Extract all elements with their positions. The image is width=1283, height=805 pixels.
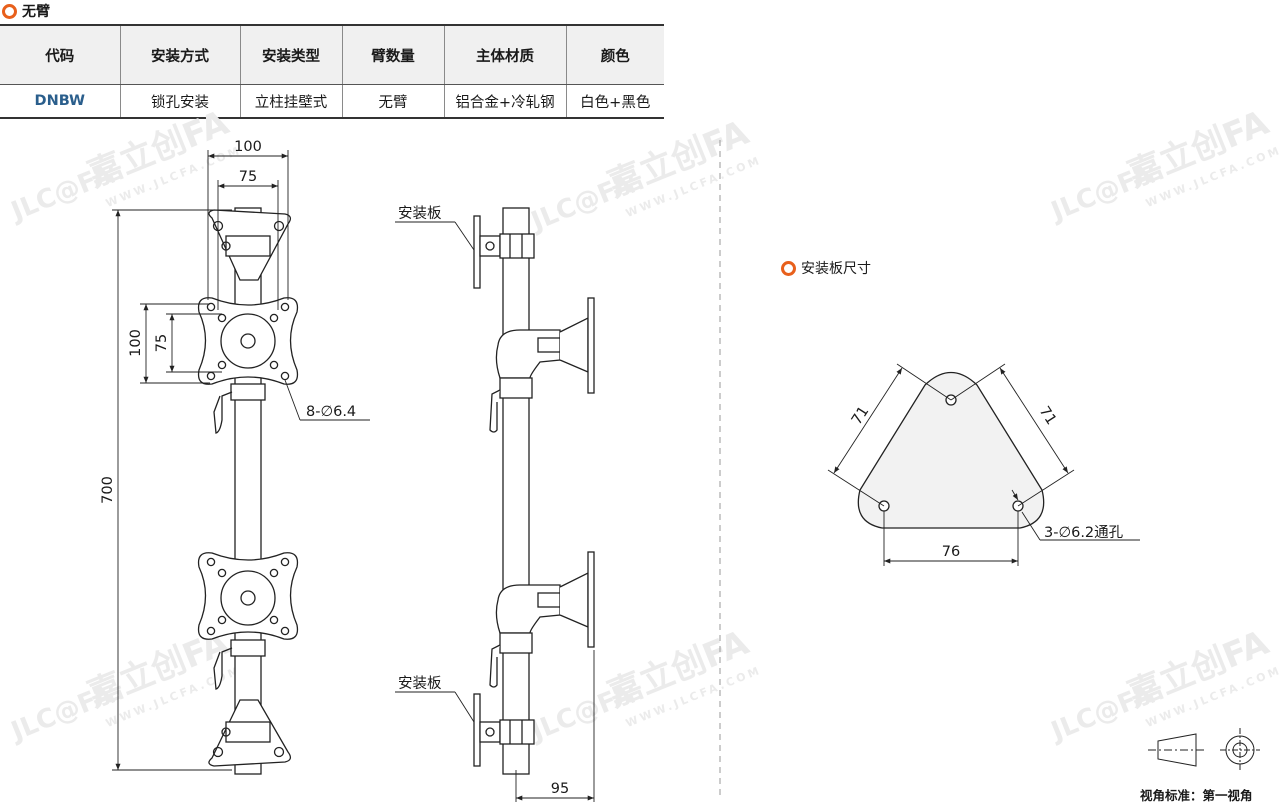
side-labels: 安装板 安装板 95: [398, 204, 569, 797]
cell-mount-type: 立柱挂壁式: [240, 84, 343, 119]
side-lower-vesa: [587, 551, 595, 648]
cell-code: DNBW: [0, 84, 121, 119]
front-top-clamp-knob: [221, 241, 231, 251]
table-header-row: 代码 安装方式 安装类型 臂数量 主体材质 颜色: [0, 24, 664, 85]
dim-plate-right: 71: [1036, 404, 1059, 428]
side-upper-arm-head: [495, 329, 561, 379]
hole-callout-plate: 3-∅6.2通孔: [1044, 524, 1124, 541]
watermark-group: JLC@FA 嘉立创FA WWW.JLCFA.COM JLC@FA 嘉立创FA …: [5, 103, 1283, 748]
hole-callout-front: 8-∅6.4: [306, 404, 356, 420]
side-upper-lever: [489, 389, 501, 433]
plate-section-title-text: 安装板尺寸: [801, 261, 871, 277]
front-pole: [234, 207, 262, 775]
side-lower-arm-head: [495, 584, 561, 634]
dim-width-inner: 75: [239, 169, 257, 185]
front-upper-vesa-boss: [220, 313, 276, 369]
dim-plate-base: 76: [942, 544, 960, 560]
side-top-mount-plate: [473, 215, 481, 289]
header-mount-method: 安装方式: [120, 24, 241, 85]
front-lower-vesa-plate: [197, 552, 299, 640]
header-color: 颜色: [566, 24, 664, 85]
header-arm-count: 臂数量: [342, 24, 445, 85]
front-top-plate-hole: [273, 220, 285, 232]
cell-mount-method: 锁孔安装: [120, 84, 241, 119]
dim-depth: 95: [551, 781, 569, 797]
watermark-4: JLC@FA 嘉立创FA WWW.JLCFA.COM: [5, 623, 243, 748]
projection-note: 视角标准：第一视角: [1140, 788, 1253, 803]
cell-color: 白色+黑色: [566, 84, 664, 119]
projection-symbol: [1148, 728, 1260, 772]
header-code: 代码: [0, 24, 121, 85]
side-bottom-mount-plate: [473, 693, 481, 767]
side-pole: [502, 207, 530, 775]
side-dimensions: [395, 221, 595, 802]
cell-material: 铝合金+冷轧钢: [444, 84, 567, 119]
front-top-clamp: [225, 235, 271, 257]
dim-total-height: 700: [100, 476, 116, 504]
front-upper-vesa-plate: [197, 297, 299, 385]
watermark-2: JLC@FA 嘉立创FA WWW.JLCFA.COM: [525, 113, 763, 238]
front-view: [197, 207, 299, 775]
cell-arm-count: 无臂: [342, 84, 445, 119]
projection-cone-icon: [1157, 733, 1197, 767]
plate-section-title: 安装板尺寸: [781, 258, 871, 278]
side-upper-vesa: [587, 297, 595, 394]
table-row: DNBW 锁孔安装 立柱挂壁式 无臂 铝合金+冷轧钢 白色+黑色: [0, 84, 664, 119]
watermark-1: JLC@FA 嘉立创FA WWW.JLCFA.COM: [5, 103, 243, 228]
section-title: 无臂: [2, 2, 50, 20]
watermark-5: JLC@FA 嘉立创FA WWW.JLCFA.COM: [525, 623, 763, 748]
side-label-top-plate: 安装板: [398, 204, 442, 222]
dim-width-outer: 100: [234, 139, 262, 155]
side-lower-lever: [489, 644, 501, 688]
section-bullet-icon: [2, 3, 17, 19]
front-upper-lever: [213, 391, 233, 434]
dim-height-inner: 75: [154, 334, 170, 352]
front-dimension-labels: 100 75 100 75 700 8-∅6.4: [100, 139, 356, 504]
header-material: 主体材质: [444, 24, 567, 85]
plate-drawing: [857, 372, 1045, 529]
spec-table: 代码 安装方式 安装类型 臂数量 主体材质 颜色 DNBW 锁孔安装 立柱挂壁式…: [0, 24, 664, 119]
front-dimensions: [112, 150, 370, 771]
side-label-bottom-plate: 安装板: [398, 674, 442, 692]
front-lower-lever: [213, 647, 233, 690]
plate-section-bullet-icon: [781, 260, 796, 276]
watermark-6: JLC@FA 嘉立创FA WWW.JLCFA.COM: [1045, 623, 1283, 748]
front-upper-vesa-center: [240, 333, 256, 349]
dim-height-outer: 100: [128, 329, 144, 357]
header-mount-type: 安装类型: [240, 24, 343, 85]
watermark-3: JLC@FA 嘉立创FA WWW.JLCFA.COM: [1045, 103, 1283, 228]
plate-outline: [857, 372, 1045, 529]
section-title-text: 无臂: [22, 4, 50, 20]
dim-plate-left: 71: [849, 404, 872, 428]
side-view: [473, 207, 595, 775]
plate-dimensions: [827, 363, 1140, 566]
